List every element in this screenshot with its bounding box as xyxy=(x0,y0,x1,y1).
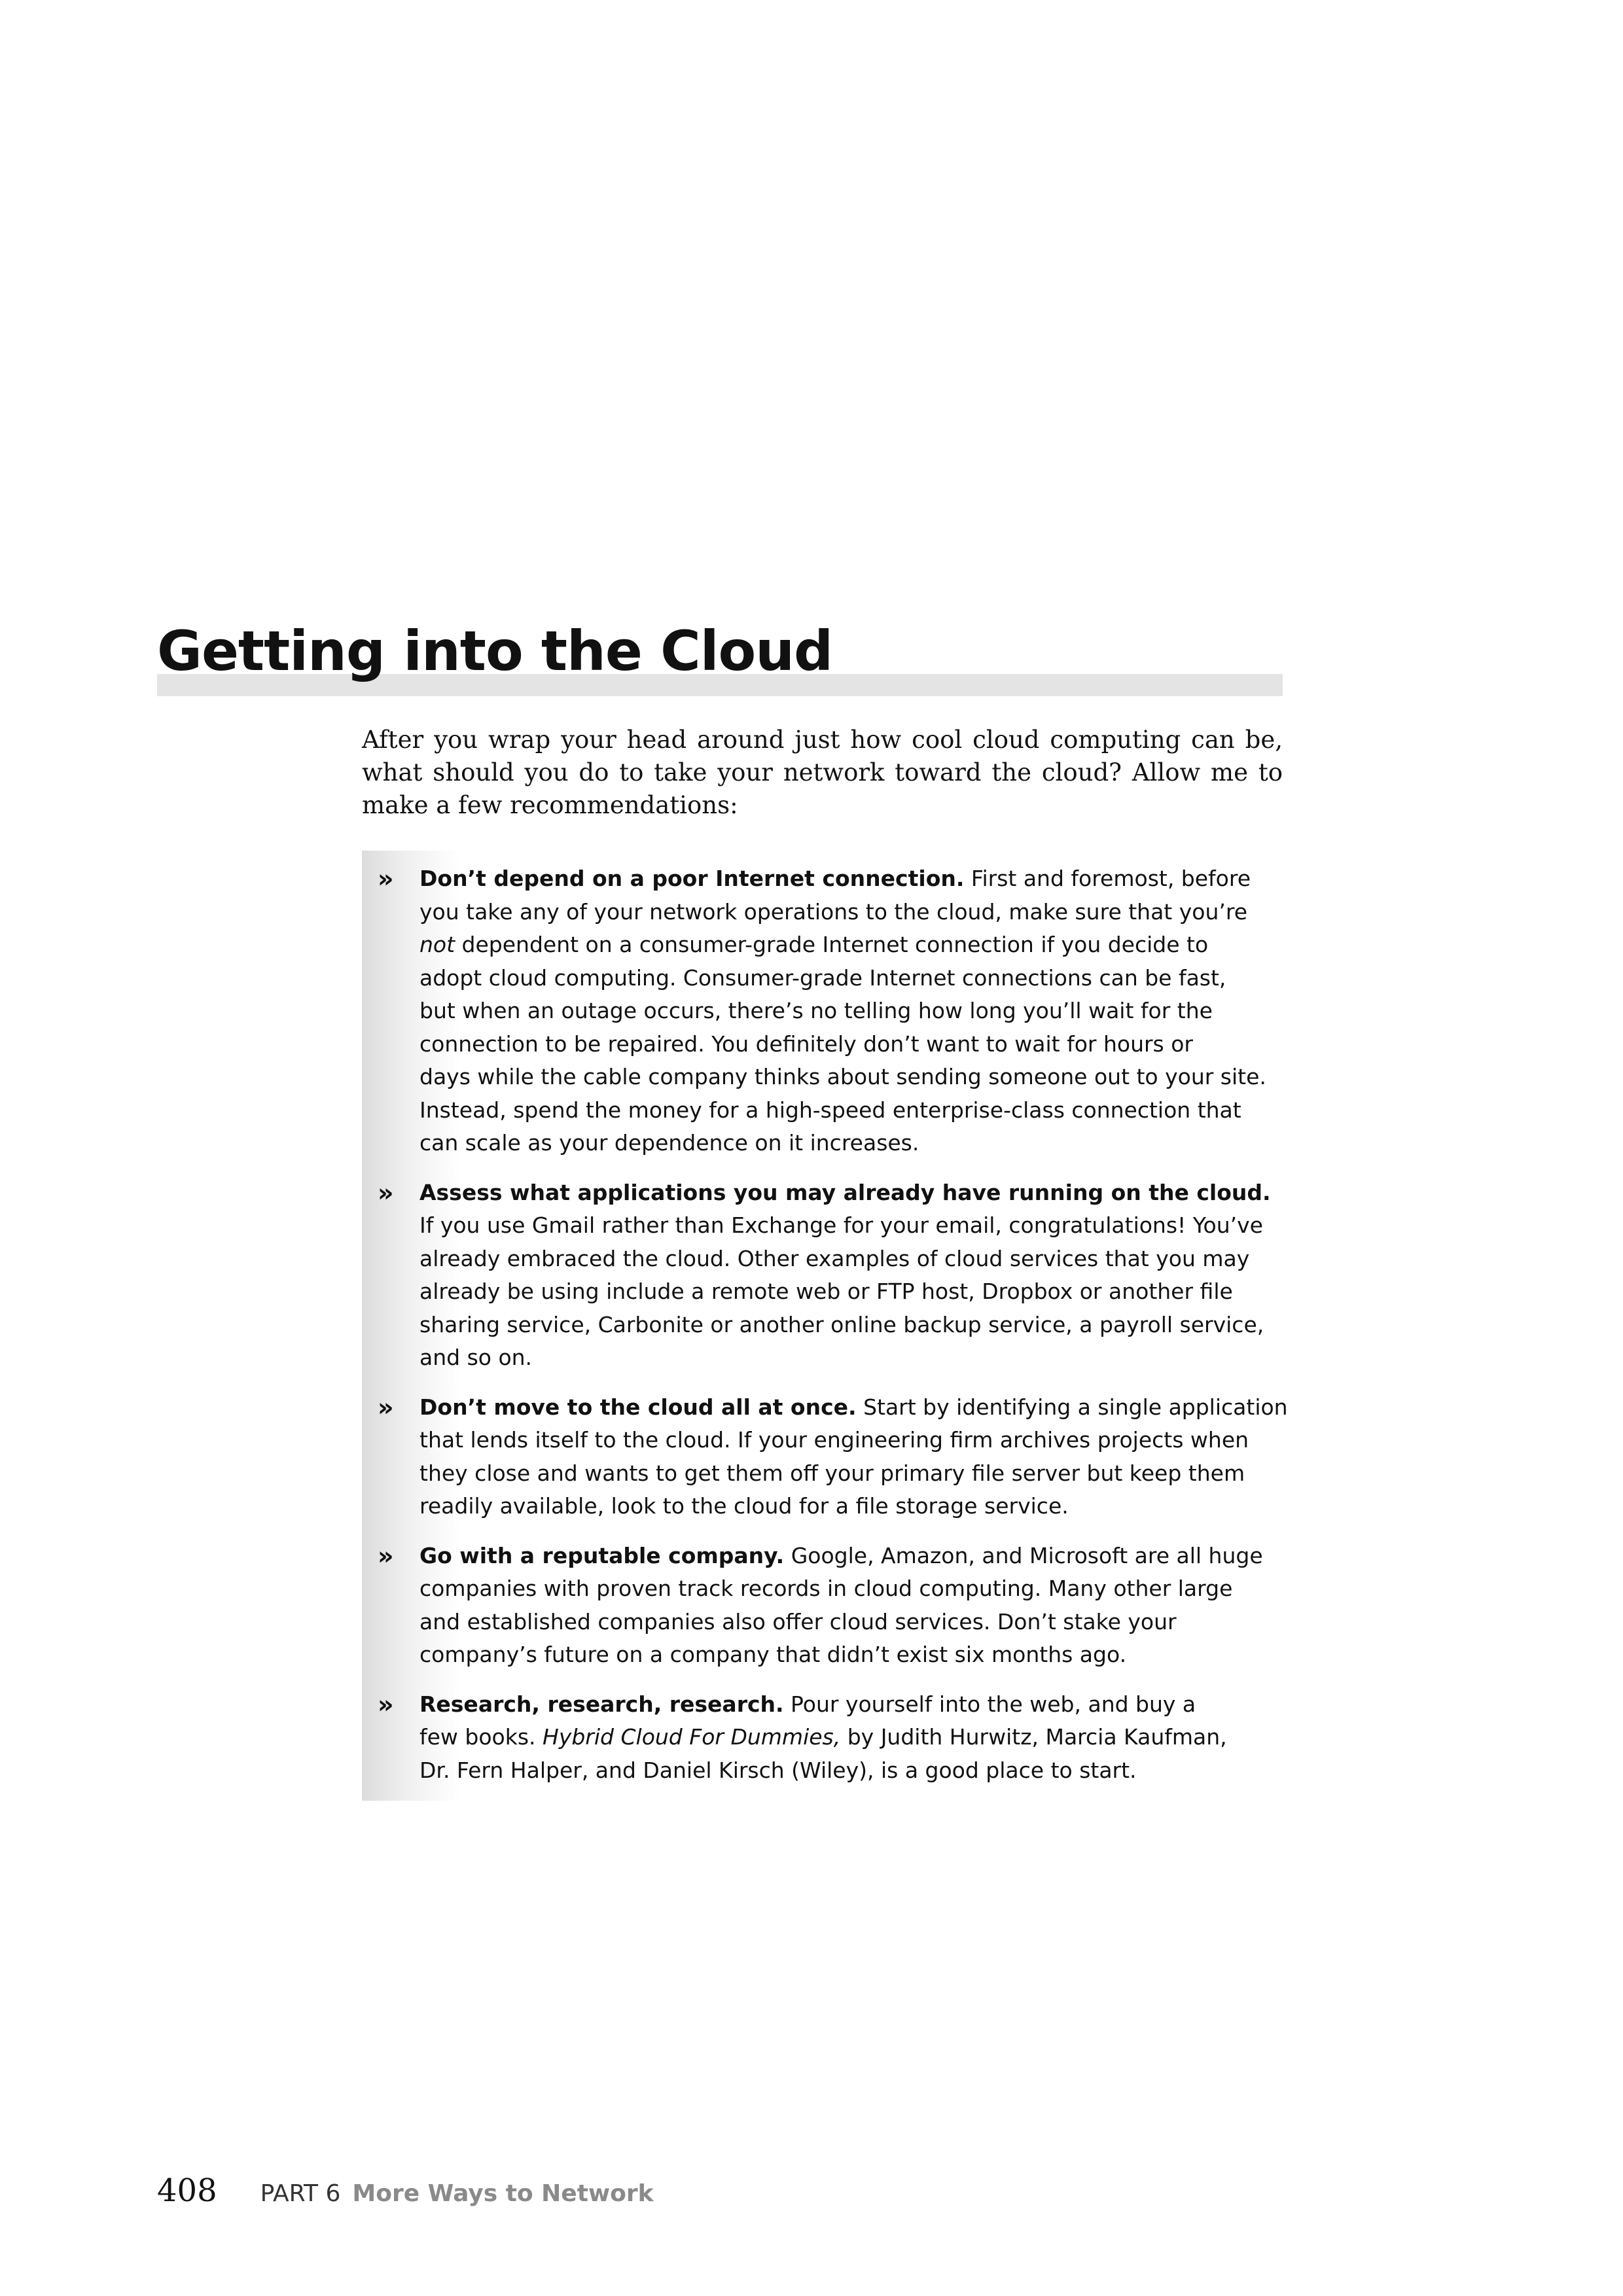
tip-text: sharing service, Carbonite or another on… xyxy=(419,1311,1264,1337)
tip-lead-bold: Go with a reputable company. xyxy=(419,1542,785,1568)
page-footer: 408 PART 6 More Ways to Network xyxy=(157,2172,654,2225)
tip-line: readily available, look to the cloud for… xyxy=(419,1490,1283,1523)
tip-text: by Judith Hurwitz, Marcia Kaufman, xyxy=(840,1724,1227,1750)
tip-line: Dr. Fern Halper, and Daniel Kirsch (Wile… xyxy=(419,1754,1283,1788)
tip-text: days while the cable company thinks abou… xyxy=(419,1064,1266,1089)
tips-list: » Don’t depend on a poor Internet connect… xyxy=(362,862,1288,1803)
tip-text: readily available, look to the cloud for… xyxy=(419,1493,1069,1519)
tip-text: and established companies also offer clo… xyxy=(419,1608,1177,1634)
tip-line: connection to be repaired. You definitel… xyxy=(419,1028,1283,1061)
tip-text: they close and wants to get them off you… xyxy=(419,1460,1245,1486)
tip-line: but when an outage occurs, there’s no te… xyxy=(419,995,1283,1028)
tip-line: that lends itself to the cloud. If your … xyxy=(419,1424,1283,1457)
tip-line: you take any of your network operations … xyxy=(419,896,1283,929)
tip-lead-bold: Assess what applications you may already… xyxy=(419,1179,1271,1205)
tip-item: » Go with a reputable company. Google, Am… xyxy=(362,1540,1283,1672)
tip-text: Start by identifying a single applicatio… xyxy=(856,1394,1288,1420)
tip-text: connection to be repaired. You definitel… xyxy=(419,1031,1193,1057)
tip-item: » Don’t move to the cloud all at once. St… xyxy=(362,1391,1288,1523)
tip-text: company’s future on a company that didn’… xyxy=(419,1642,1127,1667)
tip-text-italic: Hybrid Cloud For Dummies, xyxy=(543,1724,841,1750)
tip-lead-bold: Don’t move to the cloud all at once. xyxy=(419,1394,857,1420)
tip-text: can scale as your dependence on it incre… xyxy=(419,1130,919,1156)
double-chevron-icon: » xyxy=(378,864,394,893)
tip-text: already embraced the cloud. Other exampl… xyxy=(419,1245,1250,1271)
tip-line: and established companies also offer clo… xyxy=(419,1606,1283,1639)
tip-line: few books. Hybrid Cloud For Dummies, by … xyxy=(419,1721,1283,1754)
double-chevron-icon: » xyxy=(378,1178,394,1207)
double-chevron-icon: » xyxy=(378,1392,394,1422)
tip-lead-bold: Don’t depend on a poor Internet connecti… xyxy=(419,866,965,891)
tip-text: If you use Gmail rather than Exchange fo… xyxy=(419,1212,1263,1238)
tip-text: Instead, spend the money for a high-spee… xyxy=(419,1097,1241,1123)
tip-line: Don’t move to the cloud all at once. Sta… xyxy=(419,1391,1288,1424)
tip-text: Pour yourself into the web, and buy a xyxy=(783,1691,1196,1717)
tip-line: days while the cable company thinks abou… xyxy=(419,1061,1283,1094)
part-title: More Ways to Network xyxy=(352,2180,654,2207)
tip-line: and so on. xyxy=(419,1341,1283,1375)
tip-item: » Assess what applications you may alread… xyxy=(362,1176,1283,1375)
tip-line: Research, research, research. Pour yours… xyxy=(419,1688,1283,1722)
tip-line: adopt cloud computing. Consumer-grade In… xyxy=(419,962,1283,995)
tip-line: not dependent on a consumer-grade Intern… xyxy=(419,928,1283,962)
tip-line: they close and wants to get them off you… xyxy=(419,1457,1283,1491)
tips-panel-shade xyxy=(362,851,1283,1801)
tip-line: company’s future on a company that didn’… xyxy=(419,1638,1283,1672)
heading-underline-bar xyxy=(157,674,1283,696)
section-heading-block: Getting into the Cloud xyxy=(157,615,1283,696)
tip-text: Dr. Fern Halper, and Daniel Kirsch (Wile… xyxy=(419,1757,1137,1783)
tip-text: that lends itself to the cloud. If your … xyxy=(419,1427,1249,1453)
tip-text: adopt cloud computing. Consumer-grade In… xyxy=(419,964,1226,991)
tip-line: Don’t depend on a poor Internet connecti… xyxy=(419,862,1283,896)
intro-paragraph: After you wrap your head around just how… xyxy=(362,726,1283,819)
tip-text: few books. xyxy=(419,1724,543,1750)
tip-text: First and foremost, before xyxy=(964,866,1251,891)
tip-line: Assess what applications you may already… xyxy=(419,1176,1283,1210)
tip-text: but when an outage occurs, there’s no te… xyxy=(419,998,1213,1023)
tip-lead-bold: Research, research, research. xyxy=(419,1691,784,1717)
section-heading: Getting into the Cloud xyxy=(157,619,833,683)
tip-text: and so on. xyxy=(419,1345,533,1370)
tip-item: » Research, research, research. Pour your… xyxy=(362,1688,1283,1788)
tip-line: already embraced the cloud. Other exampl… xyxy=(419,1243,1283,1276)
tip-text: you take any of your network operations … xyxy=(419,898,1248,925)
tip-line: companies with proven track records in c… xyxy=(419,1572,1283,1606)
tip-text: Google, Amazon, and Microsoft are all hu… xyxy=(784,1542,1263,1568)
tip-line: already be using include a remote web or… xyxy=(419,1275,1283,1309)
double-chevron-icon: » xyxy=(378,1689,394,1719)
tip-text-italic: not xyxy=(419,932,455,957)
page-number: 408 xyxy=(157,2172,217,2209)
tip-text: companies with proven track records in c… xyxy=(419,1576,1233,1601)
tip-text: dependent on a consumer-grade Internet c… xyxy=(455,932,1209,957)
tip-item: » Don’t depend on a poor Internet connect… xyxy=(362,862,1283,1160)
double-chevron-icon: » xyxy=(378,1541,394,1570)
tip-line: If you use Gmail rather than Exchange fo… xyxy=(419,1209,1283,1243)
tip-line: Go with a reputable company. Google, Ama… xyxy=(419,1540,1283,1573)
tip-line: Instead, spend the money for a high-spee… xyxy=(419,1094,1283,1127)
tip-line: can scale as your dependence on it incre… xyxy=(419,1127,1283,1160)
part-label: PART 6 xyxy=(260,2180,341,2207)
tip-line: sharing service, Carbonite or another on… xyxy=(419,1309,1283,1342)
tip-text: already be using include a remote web or… xyxy=(419,1279,1233,1304)
